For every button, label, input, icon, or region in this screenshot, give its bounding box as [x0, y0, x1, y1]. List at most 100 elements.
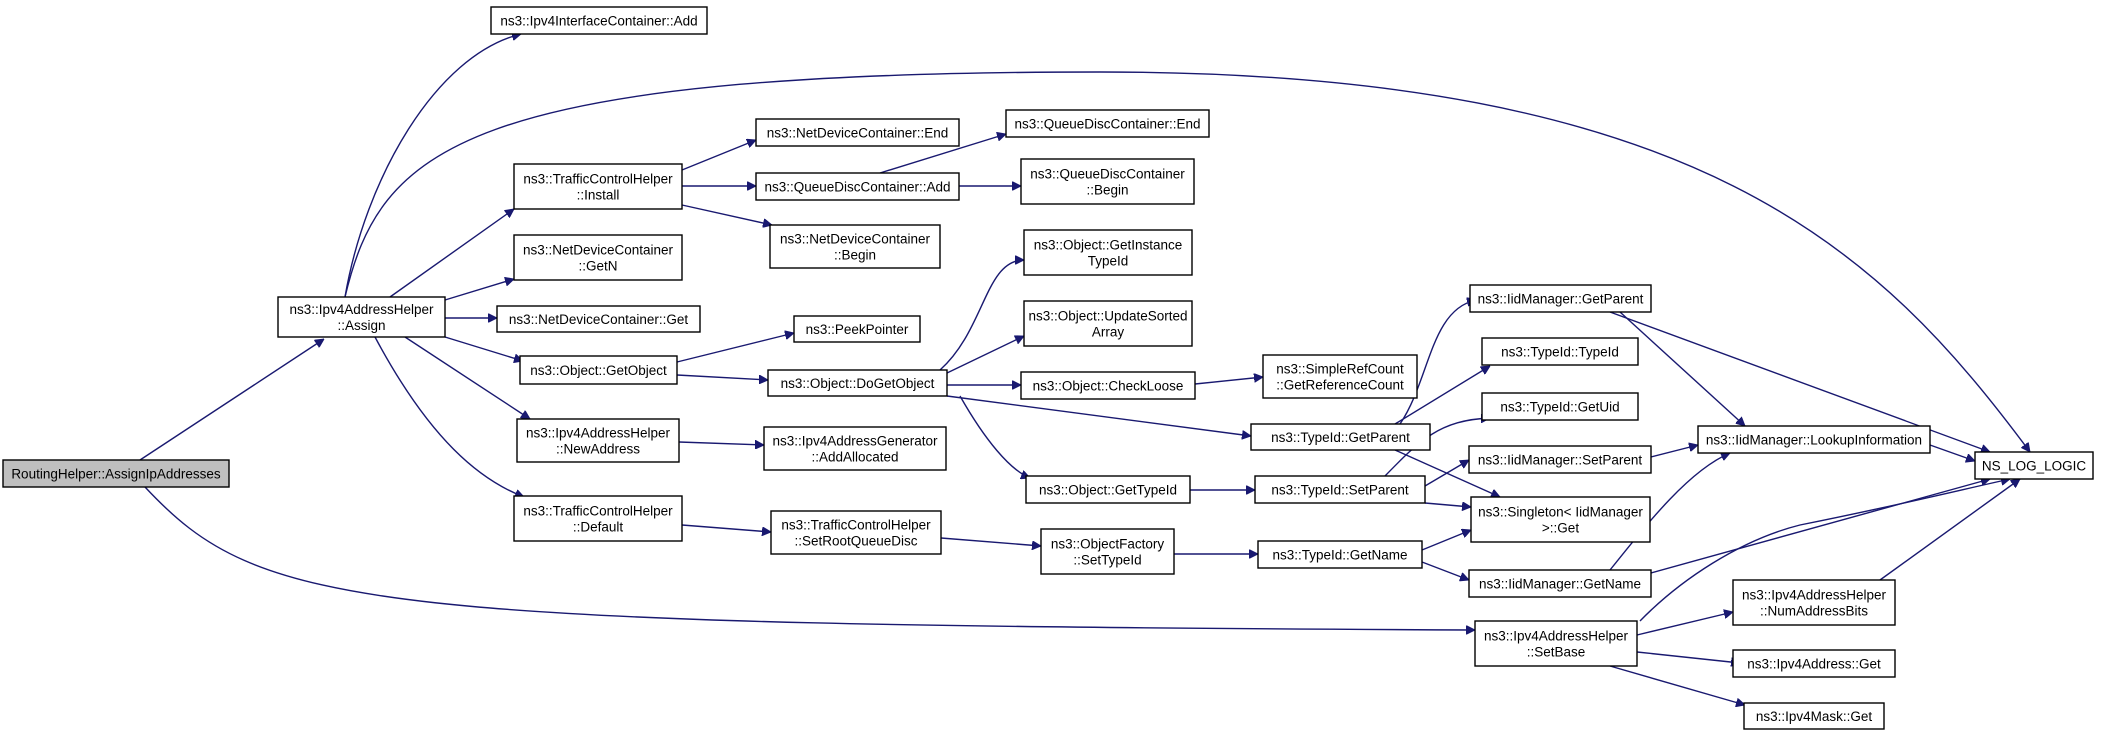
edge-iim_getname-to-ns_log_logic: [1650, 479, 1990, 574]
node-ndc-get[interactable]: ns3::NetDeviceContainer::Get: [496, 305, 701, 333]
edge-arrow: [1929, 444, 1975, 461]
edge-arrow: [1636, 651, 1740, 663]
node-box: [1020, 158, 1195, 205]
node-of-settypeid[interactable]: ns3::ObjectFactory::SetTypeId: [1040, 528, 1175, 575]
node-tid-getname[interactable]: ns3::TypeId::GetName: [1257, 540, 1423, 569]
node-iag-addallocated[interactable]: ns3::Ipv4AddressGenerator::AddAllocated: [763, 426, 947, 471]
node-box: [1254, 475, 1426, 504]
edge-arrow: [1421, 561, 1469, 580]
node-iim-getparent[interactable]: ns3::IidManager::GetParent: [1469, 284, 1652, 313]
node-label: ns3::NetDeviceContainer: [780, 232, 931, 247]
node-singleton-get[interactable]: ns3::Singleton< IidManager>::Get: [1470, 496, 1651, 543]
node-ipv4address-get[interactable]: ns3::Ipv4Address::Get: [1732, 649, 1896, 678]
node-box: [1020, 371, 1196, 400]
node-label: ns3::ObjectFactory: [1051, 537, 1165, 552]
node-ipv4mask-get[interactable]: ns3::Ipv4Mask::Get: [1743, 702, 1885, 730]
edge-arrow: [1879, 479, 2020, 581]
node-box: [1262, 354, 1418, 399]
node-box: [496, 305, 701, 333]
node-qdc-add[interactable]: ns3::QueueDiscContainer::Add: [755, 172, 960, 201]
node-obj-gettypeid[interactable]: ns3::Object::GetTypeId: [1025, 475, 1191, 504]
node-tch-install[interactable]: ns3::TrafficControlHelper::Install: [513, 163, 683, 210]
node-ndc-getn[interactable]: ns3::NetDeviceContainer::GetN: [513, 234, 683, 281]
node-ific-add[interactable]: ns3::Ipv4InterfaceContainer::Add: [490, 6, 708, 35]
node-qdc-end[interactable]: ns3::QueueDiscContainer::End: [1005, 109, 1210, 138]
node-box: [513, 234, 683, 281]
edge-arrow: [1384, 418, 1490, 477]
node-obj-checkloose[interactable]: ns3::Object::CheckLoose: [1020, 371, 1196, 400]
node-box: [1469, 284, 1652, 313]
node-assign[interactable]: ns3::Ipv4AddressHelper::Assign: [277, 296, 446, 338]
node-label: ns3::Ipv4InterfaceContainer::Add: [500, 14, 697, 29]
edge-iah_setbase-to-ns_log_logic: [1639, 479, 2010, 622]
node-label: ns3::Object::GetObject: [530, 363, 667, 378]
node-label: ::AddAllocated: [811, 450, 898, 465]
edge-tid_getname-to-singleton_get: [1421, 530, 1471, 551]
node-iah-newaddress[interactable]: ns3::Ipv4AddressHelper::NewAddress: [516, 418, 680, 463]
node-tid-getuid[interactable]: ns3::TypeId::GetUid: [1481, 392, 1639, 421]
edge-tid_getname-to-iim_getname: [1421, 561, 1469, 580]
node-label: ::GetN: [578, 259, 617, 274]
node-iah-numaddressbits[interactable]: ns3::Ipv4AddressHelper::NumAddressBits: [1732, 579, 1896, 626]
node-obj-dogetobject[interactable]: ns3::Object::DoGetObject: [767, 369, 948, 397]
node-label: ns3::Object::GetTypeId: [1039, 483, 1177, 498]
node-ndc-begin[interactable]: ns3::NetDeviceContainer::Begin: [769, 224, 941, 269]
node-iim-setparent[interactable]: ns3::IidManager::SetParent: [1468, 445, 1652, 474]
edge-arrow: [344, 71, 2030, 452]
node-label: ns3::Object::CheckLoose: [1033, 379, 1184, 394]
node-box: [755, 118, 960, 147]
node-iim-lookup[interactable]: ns3::IidManager::LookupInformation: [1697, 425, 1931, 454]
edge-arrow: [946, 395, 1251, 436]
edge-iim_getparent-to-iim_lookup: [1619, 311, 1745, 426]
node-box: [1481, 337, 1639, 366]
node-peekpointer[interactable]: ns3::PeekPointer: [793, 315, 921, 343]
node-iah-setbase[interactable]: ns3::Ipv4AddressHelper::SetBase: [1474, 620, 1638, 667]
node-qdc-begin[interactable]: ns3::QueueDiscContainer::Begin: [1020, 158, 1195, 205]
edge-tch_install-to-ndc_end: [681, 140, 756, 171]
node-label: >::Get: [1542, 521, 1579, 536]
node-label: ns3::Ipv4AddressHelper: [526, 426, 671, 441]
node-label: ns3::QueueDiscContainer: [1030, 167, 1185, 182]
node-src-getref[interactable]: ns3::SimpleRefCount::GetReferenceCount: [1262, 354, 1418, 399]
node-label: ns3::NetDeviceContainer::Get: [509, 312, 689, 327]
edge-arrow: [1619, 311, 1745, 426]
node-label: ns3::TrafficControlHelper: [781, 518, 931, 533]
node-box: [770, 510, 942, 555]
node-label: ::SetBase: [1527, 645, 1586, 660]
node-root[interactable]: RoutingHelper::AssignIpAddresses: [2, 459, 230, 488]
edge-tid_setparent-to-iim_setparent: [1424, 459, 1469, 487]
edge-assign-to-ific_add: [344, 34, 521, 298]
node-iim-getname[interactable]: ns3::IidManager::GetName: [1468, 569, 1652, 598]
node-tid-getparent[interactable]: ns3::TypeId::GetParent: [1250, 423, 1431, 451]
node-box: [513, 163, 683, 210]
node-box: [1040, 528, 1175, 575]
node-label: ::SetRootQueueDisc: [794, 534, 917, 549]
node-tch-setroot[interactable]: ns3::TrafficControlHelper::SetRootQueueD…: [770, 510, 942, 555]
node-tch-default[interactable]: ns3::TrafficControlHelper::Default: [513, 495, 683, 542]
node-box: [1474, 620, 1638, 667]
node-tid-setparent[interactable]: ns3::TypeId::SetParent: [1254, 475, 1426, 504]
node-ndc-end[interactable]: ns3::NetDeviceContainer::End: [755, 118, 960, 147]
edge-iah_setbase-to-iah_numaddressbits: [1636, 612, 1733, 636]
node-label: ::Install: [577, 188, 620, 203]
edge-obj_dogetobject-to-obj_gettypeid: [959, 395, 1030, 478]
node-box: [767, 369, 948, 397]
node-tid-typeid[interactable]: ns3::TypeId::TypeId: [1481, 337, 1639, 366]
node-box: [516, 418, 680, 463]
edge-arrow: [681, 524, 771, 532]
edge-arrow: [681, 204, 772, 225]
node-label: TypeId: [1088, 254, 1129, 269]
node-obj-getobject[interactable]: ns3::Object::GetObject: [519, 355, 678, 385]
edge-tid_getparent-to-tid_typeid: [1394, 365, 1490, 425]
edge-assign-to-ndc_getn: [444, 279, 514, 301]
node-ns-log-logic[interactable]: NS_LOG_LOGIC: [1974, 451, 2094, 480]
edge-obj_dogetobject-to-obj_getinstance: [939, 260, 1024, 371]
node-label: ns3::Ipv4AddressHelper: [1484, 629, 1629, 644]
edge-iah_setbase-to-ipv4address_get: [1636, 651, 1740, 663]
edge-arrow: [374, 336, 524, 497]
node-box: [755, 172, 960, 201]
edge-iah_setbase-to-ipv4mask_get: [1609, 665, 1745, 705]
